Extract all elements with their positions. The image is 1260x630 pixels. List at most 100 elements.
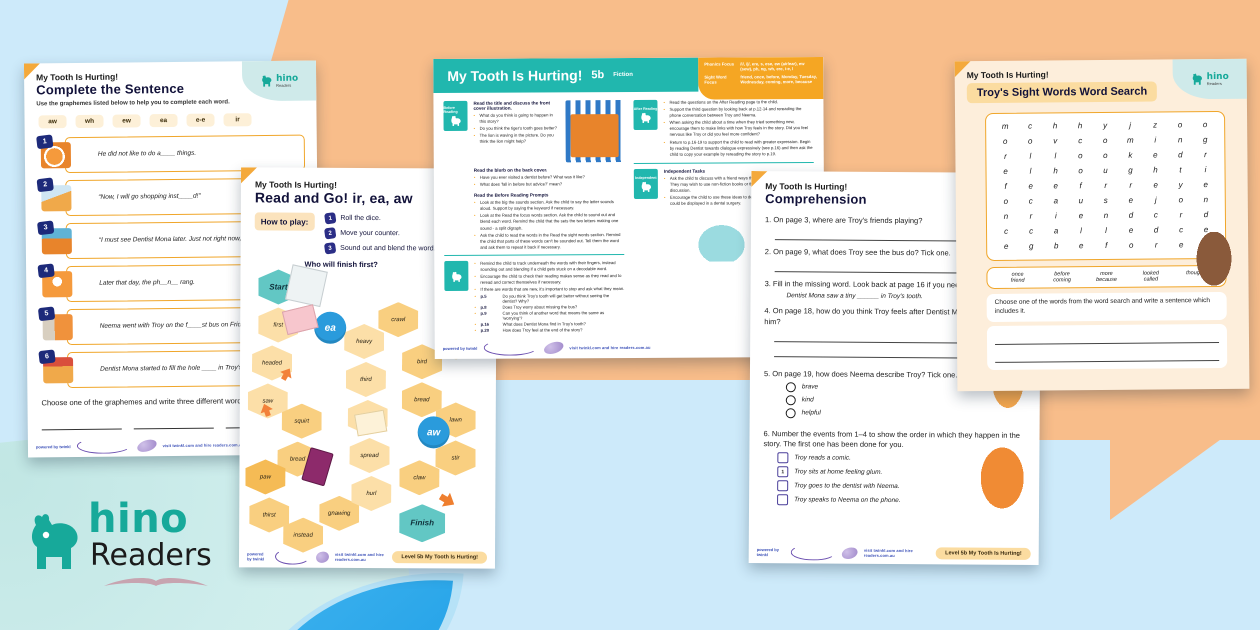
word-search-cell[interactable]: u (1078, 196, 1084, 206)
radio-icon[interactable] (785, 407, 796, 419)
word-search-cell[interactable]: t (1179, 165, 1182, 175)
grapheme-chip[interactable]: ew (112, 114, 141, 128)
word-search-cell[interactable]: i (1054, 211, 1057, 221)
word-search-cell[interactable]: y (1178, 180, 1183, 190)
order-checkbox[interactable] (777, 452, 789, 464)
word-search-cell[interactable]: e (1078, 211, 1084, 221)
word-search-cell[interactable]: o (1177, 120, 1183, 130)
word-search-cell[interactable]: h (1052, 121, 1058, 131)
word-search-cell[interactable]: l (1080, 226, 1082, 236)
word-search-cell[interactable]: o (1078, 166, 1083, 176)
sound-button-ea[interactable]: ea (314, 311, 347, 344)
board-hex[interactable]: third (346, 362, 386, 397)
website-url[interactable]: visit twinkl.com and hire readers.com.au (162, 441, 244, 448)
answer-line[interactable] (41, 418, 122, 431)
grapheme-chip[interactable]: ea (149, 113, 178, 128)
word-search-cell[interactable]: e (1053, 181, 1058, 191)
word-search-cell[interactable]: f (1004, 181, 1007, 191)
word-search-cell[interactable]: b (1053, 241, 1059, 251)
word-search-answer-lines[interactable] (986, 323, 1228, 370)
word-search-cell[interactable]: d (1178, 150, 1183, 160)
word-search-cell[interactable]: r (1179, 210, 1183, 220)
word-search-cell[interactable]: y (1103, 120, 1108, 130)
word-search-cell[interactable]: e (1128, 225, 1134, 235)
word-search-cell[interactable]: g (1202, 135, 1208, 145)
word-search-cell[interactable]: h (1077, 121, 1083, 131)
grapheme-chip[interactable]: e-e (186, 113, 215, 127)
word-search-cell[interactable]: a (1053, 196, 1059, 206)
word-search-cell[interactable]: g (1128, 165, 1133, 175)
word-search-cell[interactable]: e (1128, 195, 1134, 205)
word-search-cell[interactable]: o (1202, 120, 1208, 130)
word-search-cell[interactable]: c (1028, 121, 1033, 131)
word-search-cell[interactable]: e (1003, 166, 1008, 176)
word-search-cell[interactable]: l (1029, 166, 1032, 176)
word-search-cell[interactable]: e (1203, 180, 1208, 190)
word-search-cell[interactable]: f (1105, 240, 1108, 250)
word-search-cell[interactable]: r (1154, 240, 1158, 250)
word-search-cell[interactable]: v (1053, 136, 1058, 146)
board-hex[interactable]: heavy (344, 324, 384, 359)
radio-icon[interactable] (785, 381, 796, 393)
grapheme-chip[interactable]: aw (38, 115, 67, 129)
word-search-cell[interactable]: l (1054, 151, 1057, 161)
website-url[interactable]: visit twinkl.com and hire readers.com.au (569, 344, 651, 350)
board-finish-hex[interactable]: Finish (399, 504, 445, 542)
word-search-cell[interactable]: e (1078, 241, 1084, 251)
word-search-cell[interactable]: h (1053, 166, 1058, 176)
word-search-cell[interactable]: e (1028, 181, 1033, 191)
word-search-cell[interactable]: o (1103, 150, 1108, 160)
grapheme-chip[interactable]: wh (75, 114, 104, 129)
word-search-cell[interactable]: l (1029, 151, 1032, 161)
word-search-cell[interactable]: e (1153, 150, 1158, 160)
word-search-cell[interactable]: s (1103, 195, 1108, 205)
radio-icon[interactable] (785, 394, 796, 406)
word-search-cell[interactable]: o (1178, 195, 1184, 205)
word-search-cell[interactable]: n (1103, 210, 1109, 220)
word-search-cell[interactable]: r (1029, 211, 1033, 221)
word-search-cell[interactable]: o (1102, 135, 1108, 145)
sound-button-aw[interactable]: aw (417, 416, 450, 449)
order-checkbox[interactable] (777, 480, 789, 492)
word-search-cell[interactable]: g (1028, 241, 1034, 251)
word-search-cell[interactable]: k (1128, 150, 1133, 160)
answer-line[interactable] (994, 330, 1220, 345)
word-search-cell[interactable]: j (1154, 195, 1157, 205)
teacher-notes-card[interactable]: My Tooth Is Hurting! 5b Fiction Phonics … (433, 56, 825, 360)
word-search-cell[interactable]: f (1079, 181, 1082, 191)
word-search-cell[interactable]: i (1154, 135, 1157, 145)
word-search-cell[interactable]: e (1003, 241, 1009, 251)
word-search-cell[interactable]: d (1153, 225, 1159, 235)
order-checkbox[interactable]: 1 (777, 466, 789, 478)
word-search-cell[interactable]: c (1004, 226, 1009, 236)
word-search-cell[interactable]: m (1126, 135, 1134, 145)
word-search-cell[interactable]: c (1029, 226, 1034, 236)
word-search-cell[interactable]: a (1053, 226, 1059, 236)
word-search-cell[interactable]: o (1027, 136, 1033, 146)
word-search-cell[interactable]: c (1078, 136, 1083, 146)
word-search-cell[interactable]: l (1105, 225, 1107, 235)
answer-line[interactable] (133, 417, 214, 430)
word-search-cell[interactable]: n (1003, 211, 1009, 221)
word-search-cell[interactable]: z (1153, 120, 1158, 130)
board-hex[interactable]: spread (349, 438, 389, 473)
word-search-cell[interactable]: o (1128, 240, 1134, 250)
word-search-cell[interactable]: r (1129, 180, 1133, 190)
word-search-cell[interactable]: r (1004, 151, 1007, 161)
order-checkbox[interactable] (777, 494, 789, 506)
word-search-cell[interactable]: h (1153, 165, 1158, 175)
worksheet-card-complete-the-sentence[interactable]: hino Readers My Tooth Is Hurting! Comple… (23, 60, 321, 458)
word-search-cell[interactable]: r (1104, 180, 1108, 190)
word-search-cell[interactable]: i (1204, 165, 1207, 175)
word-search-cell[interactable]: j (1129, 120, 1132, 130)
word-search-cell[interactable]: m (1001, 121, 1009, 131)
word-search-cell[interactable]: n (1177, 135, 1183, 145)
board-hex[interactable]: crawl (378, 302, 418, 337)
answer-line[interactable] (995, 348, 1220, 363)
word-search-cell[interactable]: n (1203, 195, 1209, 205)
website-url[interactable]: visit twinkl.com and hire readers.com.au (863, 547, 913, 559)
word-search-cell[interactable]: c (1153, 210, 1158, 220)
word-search-cell[interactable]: o (1002, 136, 1008, 146)
grapheme-chip[interactable]: ir (223, 113, 252, 127)
